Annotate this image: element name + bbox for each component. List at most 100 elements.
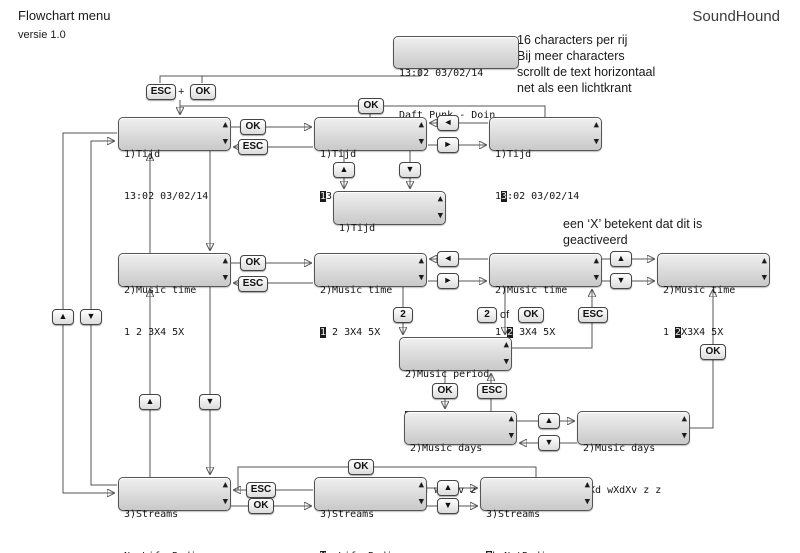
ok-button-streams-save[interactable]: OK [348,459,374,475]
lcd-tijd-edit-value: 1)Tijd 03:02 03/02/14 ▲ ▼ [333,191,446,276]
lcd-line2: 13:02 03/02/14 [124,191,209,202]
lcd-line2: No-Life Radio [124,550,216,553]
cursor-char: 3 [501,191,508,202]
ok-button-streams-edit[interactable]: OK [248,498,274,514]
lcd-line1: 2)Music time [495,285,568,296]
lcd-music-edit-char1: 2)Music time 1 2 3X4 5X ▲ ▼ [314,253,427,338]
lcd-line2: 1 2X3X4 5X [663,327,724,338]
up-button-days-toggle[interactable]: ▲ [538,413,560,429]
lcd-streams-alt: 3)Streams SkyNetRadio ▲ ▼ [480,477,593,553]
esc-button-music-edit[interactable]: ESC [238,276,268,292]
scroll-down-indicator: ▼ [508,431,514,441]
lcd-tijd-edit-char2: 1)Tijd 13:02 03/02/14 ▲ ▼ [489,117,602,202]
right-button-music[interactable]: ► [437,273,459,289]
left-button-music[interactable]: ◄ [437,251,459,267]
scroll-up-indicator: ▲ [418,120,424,130]
up-button-music-toggle[interactable]: ▲ [610,251,632,267]
lcd-music-activated: 2)Music time 1 2X3X4 5X ▲ ▼ [657,253,770,338]
plus-label: + [178,86,185,98]
ok-button-period-alt[interactable]: OK [518,307,544,323]
scroll-down-indicator: ▼ [593,137,599,147]
lcd-line1: 1)Tijd [124,149,161,160]
two-button-period[interactable]: 2 [393,307,413,323]
cursor-char: 1 [320,327,327,338]
scroll-up-indicator: ▲ [222,256,228,266]
up-button-tijd-value[interactable]: ▲ [333,162,355,178]
lcd-line1: 2)Music time [124,285,197,296]
esc-button-days[interactable]: ESC [477,383,507,399]
lcd-line2: 1 2 3X4 5X [124,327,185,338]
scroll-up-indicator: ▲ [222,480,228,490]
scroll-down-indicator: ▼ [437,211,443,221]
lcd-line2: 1 2 3X4 5X [495,327,556,338]
scroll-down-indicator: ▼ [222,497,228,507]
ok-button-days-enter[interactable]: OK [432,383,458,399]
scroll-up-indicator: ▲ [593,120,599,130]
up-button-menu-wrap[interactable]: ▲ [52,309,74,325]
scroll-up-indicator: ▲ [593,256,599,266]
lcd-line2: mXd wXdXv z z [583,484,675,498]
scroll-up-indicator: ▲ [222,120,228,130]
lcd-line1: 2)Music days [583,443,656,454]
activation-note: een ‘X’ betekent dat dit is geactiveerd [563,217,703,247]
ok-button-tijd-save[interactable]: OK [358,98,384,114]
down-button-days-toggle[interactable]: ▼ [538,435,560,451]
cursor-char: 2 [675,327,682,338]
lcd-line1: 1)Tijd [495,149,532,160]
down-button-menu-wrap[interactable]: ▼ [80,309,102,325]
lcd-line1: 2)Music period [405,369,490,380]
ok-button-wake[interactable]: OK [190,84,216,100]
up-button-streams[interactable]: ▲ [437,480,459,496]
lcd-streams-edit: 3)Streams No-Life Radio ▲ ▼ [314,477,427,553]
down-button-tijd-value[interactable]: ▼ [399,162,421,178]
scroll-down-indicator: ▼ [418,137,424,147]
scroll-down-indicator: ▼ [761,273,767,283]
lcd-tijd-main: 1)Tijd 13:02 03/02/14 ▲ ▼ [118,117,231,202]
down-button-menu-23[interactable]: ▼ [199,394,221,410]
cursor-char: 2 [507,327,514,338]
esc-button-wake[interactable]: ESC [146,84,176,100]
lcd-line1: 3)Streams [320,509,375,520]
lcd-line1: 2)Music time [663,285,736,296]
ok-button-tijd-edit[interactable]: OK [240,119,266,135]
scroll-up-indicator: ▲ [418,256,424,266]
lcd-music-days: 2)Music days m d wXdXv z z ▲ ▼ [404,411,517,496]
up-button-menu-23[interactable]: ▲ [139,394,161,410]
lcd-line1: 3)Streams [124,509,179,520]
esc-button-streams-edit[interactable]: ESC [246,482,276,498]
scroll-up-indicator: ▲ [681,414,687,424]
scroll-down-indicator: ▼ [593,273,599,283]
ok-button-days-confirm[interactable]: OK [700,344,726,360]
lcd-line1: 2)Music time [320,285,393,296]
lcd-line1: 1)Tijd [339,223,376,234]
scroll-up-indicator: ▲ [584,480,590,490]
lcd-line1: 2)Music days [410,443,483,454]
down-button-streams[interactable]: ▼ [437,498,459,514]
lcd-music-days-activated: 2)Music days mXd wXdXv z z ▲ ▼ [577,411,690,496]
esc-button-tijd-edit[interactable]: ESC [238,139,268,155]
scroll-up-indicator: ▲ [503,340,509,350]
lcd-line1: 13:02 03/02/14 [399,68,484,79]
down-button-music-toggle[interactable]: ▼ [610,273,632,289]
esc-button-period[interactable]: ESC [578,307,608,323]
version-label: versie 1.0 [18,29,66,41]
scroll-down-indicator: ▼ [584,497,590,507]
page-title: Flowchart menu [18,8,111,23]
two-button-period-alt[interactable]: 2 [477,307,497,323]
characters-note: 16 characters per rij Bij meer character… [517,33,656,95]
left-button-tijd[interactable]: ◄ [437,115,459,131]
scroll-down-indicator: ▼ [681,431,687,441]
cursor-char: S [486,551,493,553]
scroll-down-indicator: ▼ [222,273,228,283]
right-button-tijd[interactable]: ► [437,137,459,153]
brand-logo: SoundHound [692,8,780,25]
ok-button-music-edit[interactable]: OK [240,255,266,271]
lcd-clock: 13:02 03/02/14 Daft Punk - Doin [393,36,519,121]
lcd-line2: 1 2 3X4 5X [320,327,381,338]
lcd-line2: No-Life Radio [320,550,412,553]
scroll-up-indicator: ▲ [437,194,443,204]
of-label: of [500,309,510,321]
lcd-line2: SkyNetRadio [486,550,578,553]
scroll-down-indicator: ▼ [418,497,424,507]
